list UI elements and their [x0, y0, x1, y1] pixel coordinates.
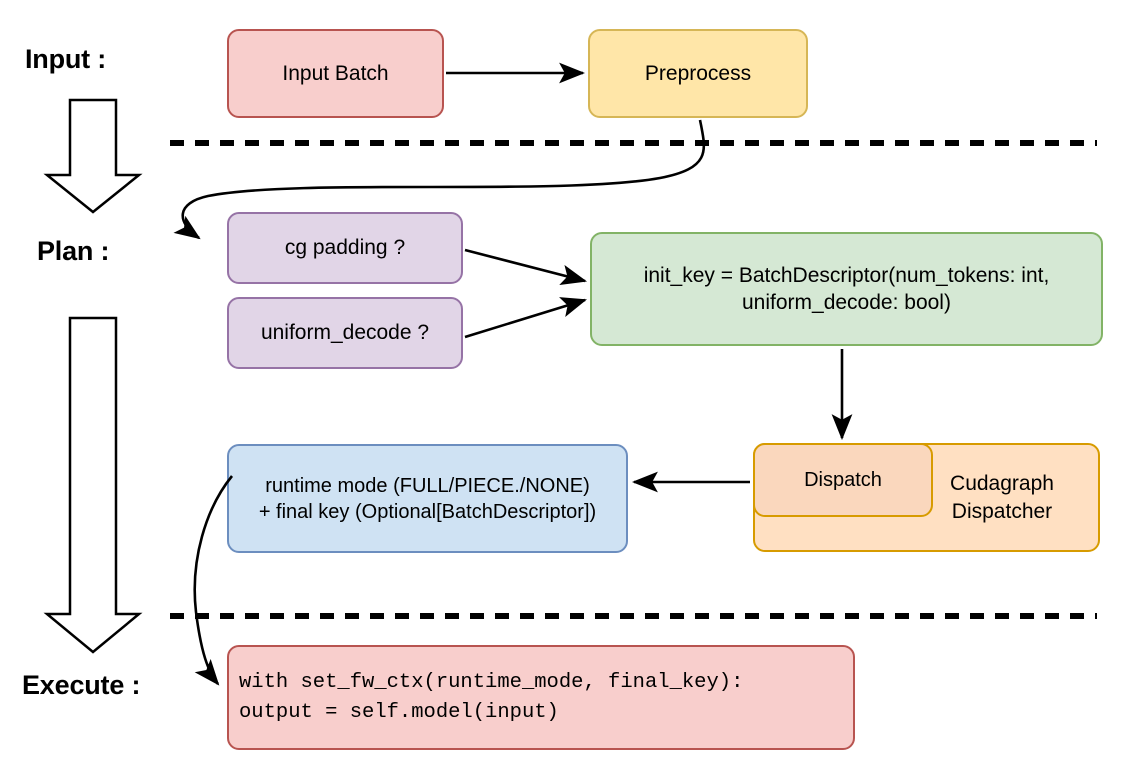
stage-label-execute: Execute :	[22, 670, 141, 700]
connector-cg-padding-to-init-key	[464, 248, 588, 286]
node-cg-padding-label: cg padding ?	[284, 236, 406, 260]
node-execute-code: with set_fw_ctx(runtime_mode, final_key)…	[227, 645, 855, 750]
connector-uniform-decode-to-init-key	[464, 297, 587, 339]
node-runtime-mode: runtime mode (FULL/PIECE./NONE) + final …	[227, 444, 628, 553]
node-preprocess: Preprocess	[588, 29, 808, 118]
node-input-batch-label: Input Batch	[282, 61, 389, 85]
node-preprocess-label: Preprocess	[644, 61, 752, 85]
node-dispatch: Dispatch	[753, 443, 933, 517]
block-arrow-plan-to-execute	[43, 316, 143, 654]
node-uniform-decode-label: uniform_decode ?	[260, 321, 430, 345]
node-dispatch-label: Dispatch	[804, 469, 882, 491]
node-input-batch: Input Batch	[227, 29, 444, 118]
stage-label-input: Input :	[25, 44, 107, 74]
node-init-key-label: init_key = BatchDescriptor(num_tokens: i…	[643, 263, 1050, 314]
stage-label-plan: Plan :	[37, 236, 110, 266]
node-execute-code-label: with set_fw_ctx(runtime_mode, final_key)…	[239, 670, 744, 724]
node-cudagraph-dispatcher-label: Cudagraph Dispatcher	[950, 472, 1054, 523]
block-arrow-input-to-plan	[43, 98, 143, 214]
node-cg-padding: cg padding ?	[227, 212, 463, 284]
node-runtime-mode-label: runtime mode (FULL/PIECE./NONE) + final …	[258, 474, 597, 523]
node-uniform-decode: uniform_decode ?	[227, 297, 463, 369]
node-init-key: init_key = BatchDescriptor(num_tokens: i…	[590, 232, 1103, 346]
